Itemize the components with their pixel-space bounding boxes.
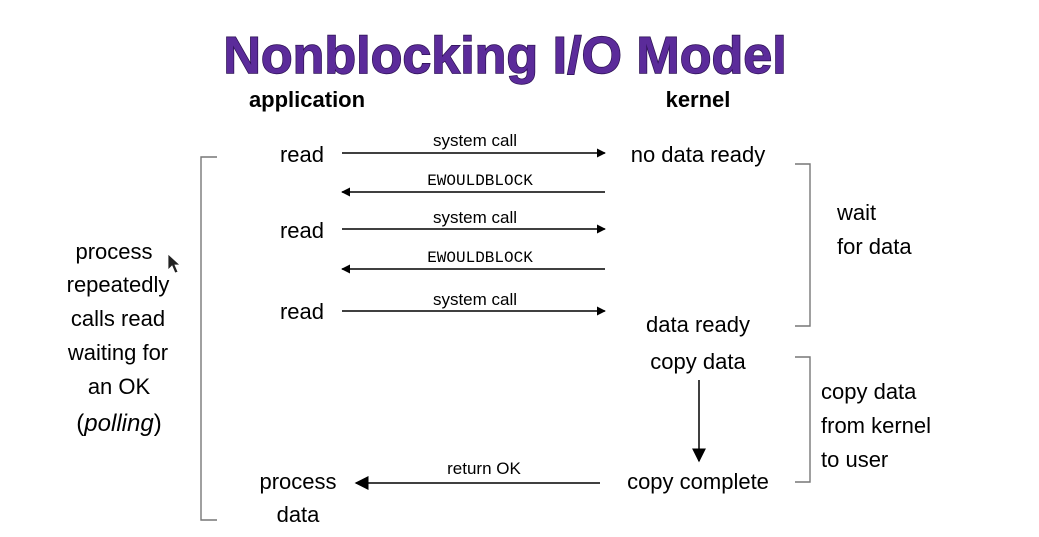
ewouldblock-label-1: EWOULDBLOCK xyxy=(427,172,533,190)
copy-note-line-2: from kernel xyxy=(821,413,931,438)
left-note-line-1: process xyxy=(75,239,152,264)
copy-note-line-3: to user xyxy=(821,447,888,472)
kernel-copy-complete: copy complete xyxy=(627,469,769,494)
left-note-polling: polling xyxy=(83,410,154,437)
app-read-1: read xyxy=(280,142,324,167)
copy-bracket xyxy=(795,356,811,483)
application-header: application xyxy=(249,87,365,112)
app-data-label: data xyxy=(277,502,321,527)
return-ok-label: return OK xyxy=(447,459,521,478)
polling-bracket xyxy=(200,156,217,521)
system-call-label-2: system call xyxy=(433,208,517,227)
left-note-line-3: calls read xyxy=(71,306,165,331)
system-call-label-1: system call xyxy=(433,131,517,150)
left-note-line-6: (polling) xyxy=(76,410,161,437)
system-call-label-3: system call xyxy=(433,290,517,309)
wait-note-line-1: wait xyxy=(836,200,876,225)
app-process-label: process xyxy=(259,469,336,494)
app-read-3: read xyxy=(280,299,324,324)
kernel-copy-data: copy data xyxy=(650,349,746,374)
diagram-title: Nonblocking I/O Model xyxy=(223,27,786,85)
wait-note-line-2: for data xyxy=(837,234,912,259)
copy-note-line-1: copy data xyxy=(821,379,917,404)
kernel-no-data-ready: no data ready xyxy=(631,142,766,167)
left-note-paren-close: ) xyxy=(154,410,162,437)
left-note-paren-open: ( xyxy=(76,410,84,437)
ewouldblock-label-2: EWOULDBLOCK xyxy=(427,249,533,267)
left-note-line-2: repeatedly xyxy=(67,272,170,297)
kernel-data-ready: data ready xyxy=(646,312,750,337)
left-note-line-4: waiting for xyxy=(67,340,168,365)
app-read-2: read xyxy=(280,218,324,243)
wait-bracket xyxy=(795,163,811,327)
mouse-cursor-icon xyxy=(167,253,182,274)
kernel-header: kernel xyxy=(666,87,731,112)
left-note-line-5: an OK xyxy=(88,374,151,399)
